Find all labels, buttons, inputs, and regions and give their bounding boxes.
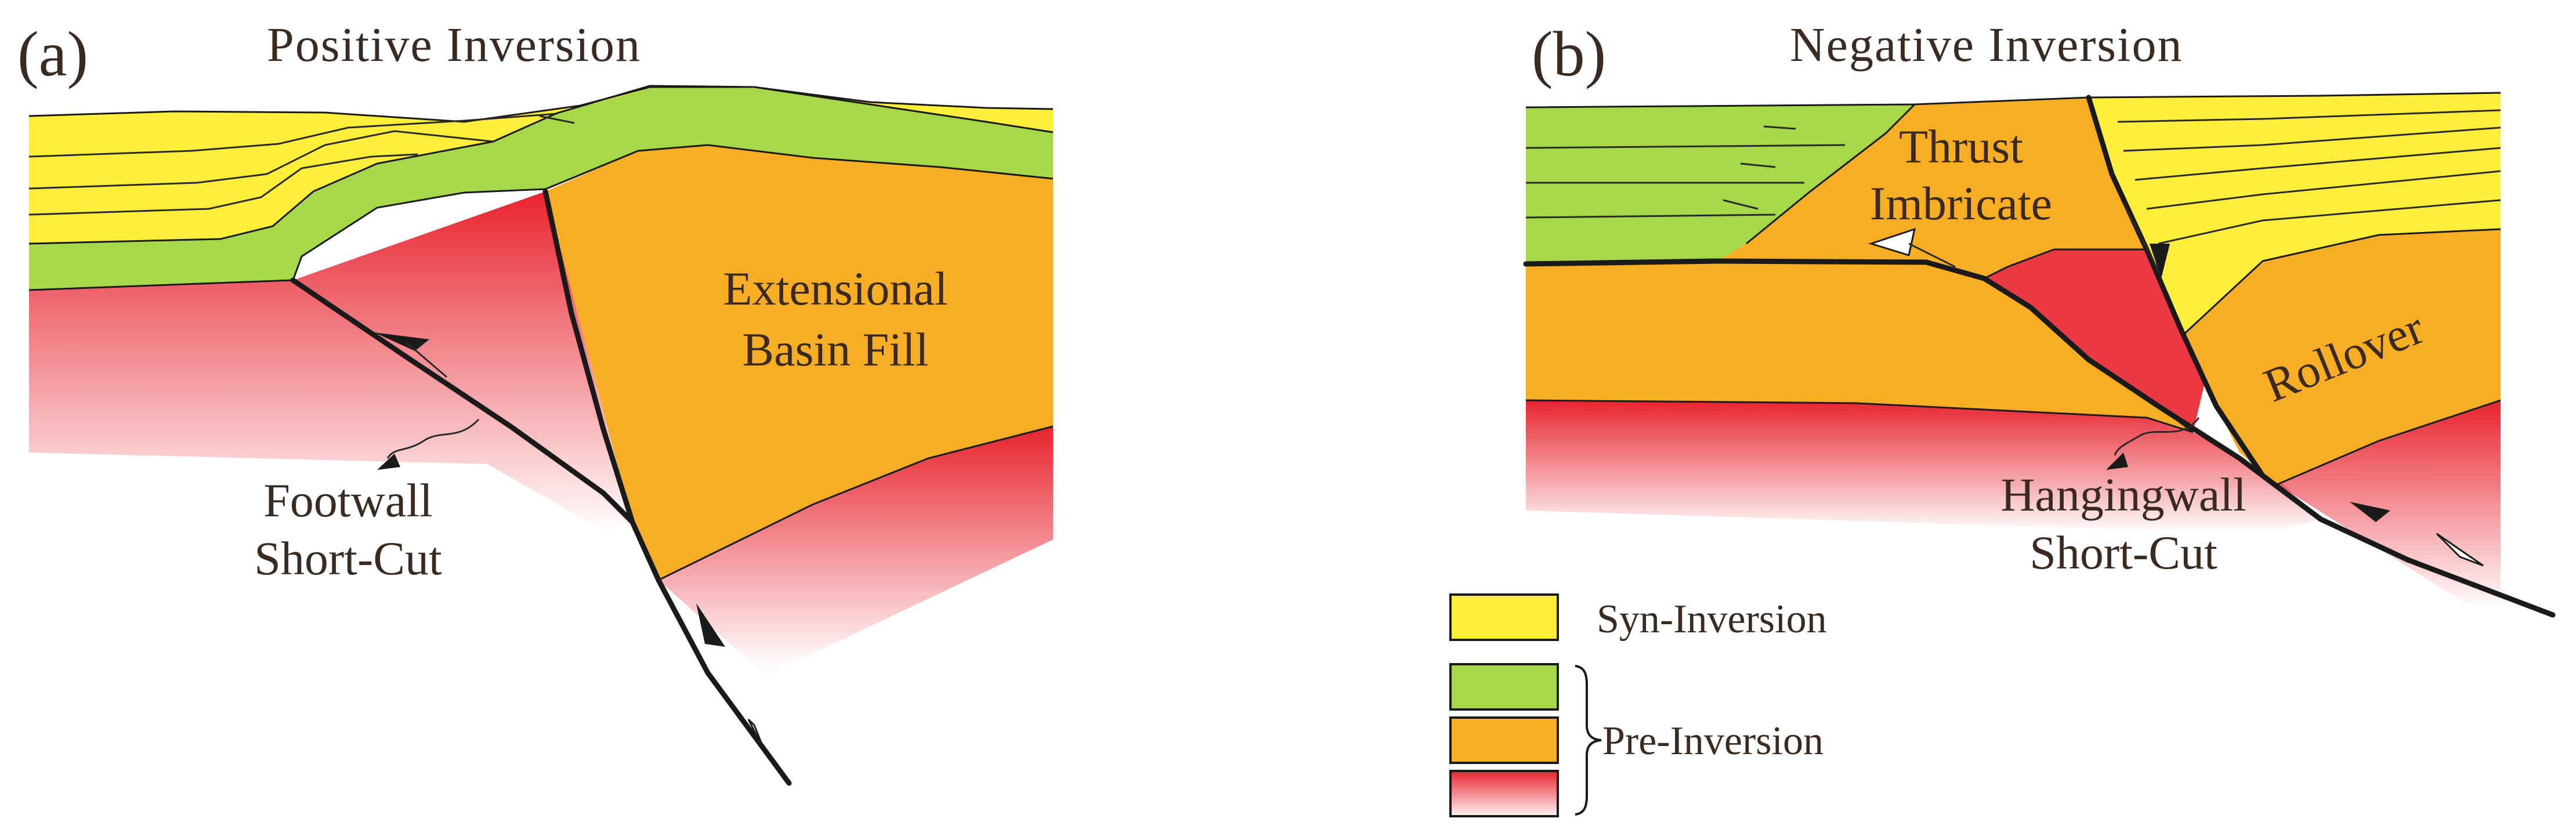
legend-swatch-yellow [1449, 593, 1559, 641]
legend-syn-label: Syn-Inversion [1597, 597, 1827, 642]
rollover-arrow-down-icon [2436, 533, 2484, 567]
hangingwall-basement [659, 426, 1053, 676]
fault-arrow-up-icon [696, 603, 725, 647]
thrust-label-1: Thrust [1899, 120, 2023, 173]
basin-fill [545, 145, 1053, 580]
shortcut-arrow-icon [374, 332, 429, 351]
yellow-top-right-a [650, 87, 1053, 132]
thrust-arrow-icon [1868, 227, 1916, 256]
footwall-label-1: Footwall [263, 474, 433, 527]
legend-brace [1575, 665, 1602, 816]
rollover-arrow-up-icon [2350, 502, 2390, 522]
legend-swatch-red [1449, 770, 1559, 817]
panel-a: (a) Positive Inversion Extensional Basin… [17, 18, 1054, 786]
yellow-layer-a [29, 87, 650, 244]
thrust-imbricate [1717, 97, 2147, 278]
hangingwall-label-1: Hangingwall [2000, 468, 2246, 521]
legend-swatch-green [1449, 663, 1559, 711]
basement-b-right [2277, 400, 2501, 609]
panel-b-title: Negative Inversion [1790, 18, 2183, 72]
basin-label-2: Basin Fill [742, 323, 928, 376]
hangingwall-shortcut-fault [1523, 258, 2556, 618]
orange-lower-b [1526, 261, 2193, 432]
panel-b-letter: (b) [1532, 19, 1606, 89]
fault-arrow-down-b-icon [2150, 244, 2170, 278]
panel-a-title: Positive Inversion [267, 18, 641, 72]
footwall-shortcut-fault [290, 277, 635, 525]
footwall-label-2: Short-Cut [254, 532, 442, 585]
panel-b: (b) Negative Inversion Thrust Imbricate … [1523, 18, 2556, 618]
green-layer-b [1526, 104, 1915, 264]
legend-swatch-orange [1449, 716, 1559, 764]
footwall-basement [29, 191, 632, 534]
hangingwall-label-2: Short-Cut [2029, 526, 2217, 579]
basin-label-1: Extensional [723, 262, 947, 315]
thrust-label-2: Imbricate [1870, 177, 2052, 230]
yellow-layer-b [2089, 93, 2501, 336]
legend: Syn-Inversion Pre-Inversion [1449, 593, 1827, 817]
red-wedge-b [1984, 249, 2205, 432]
rollover-fill [2181, 229, 2501, 484]
fault-arrow-down-icon [747, 718, 767, 755]
legend-pre-label: Pre-Inversion [1602, 719, 1824, 763]
panel-a-letter: (a) [17, 19, 88, 89]
green-layer-a [29, 86, 1053, 290]
basement-b-left [1526, 400, 2321, 534]
